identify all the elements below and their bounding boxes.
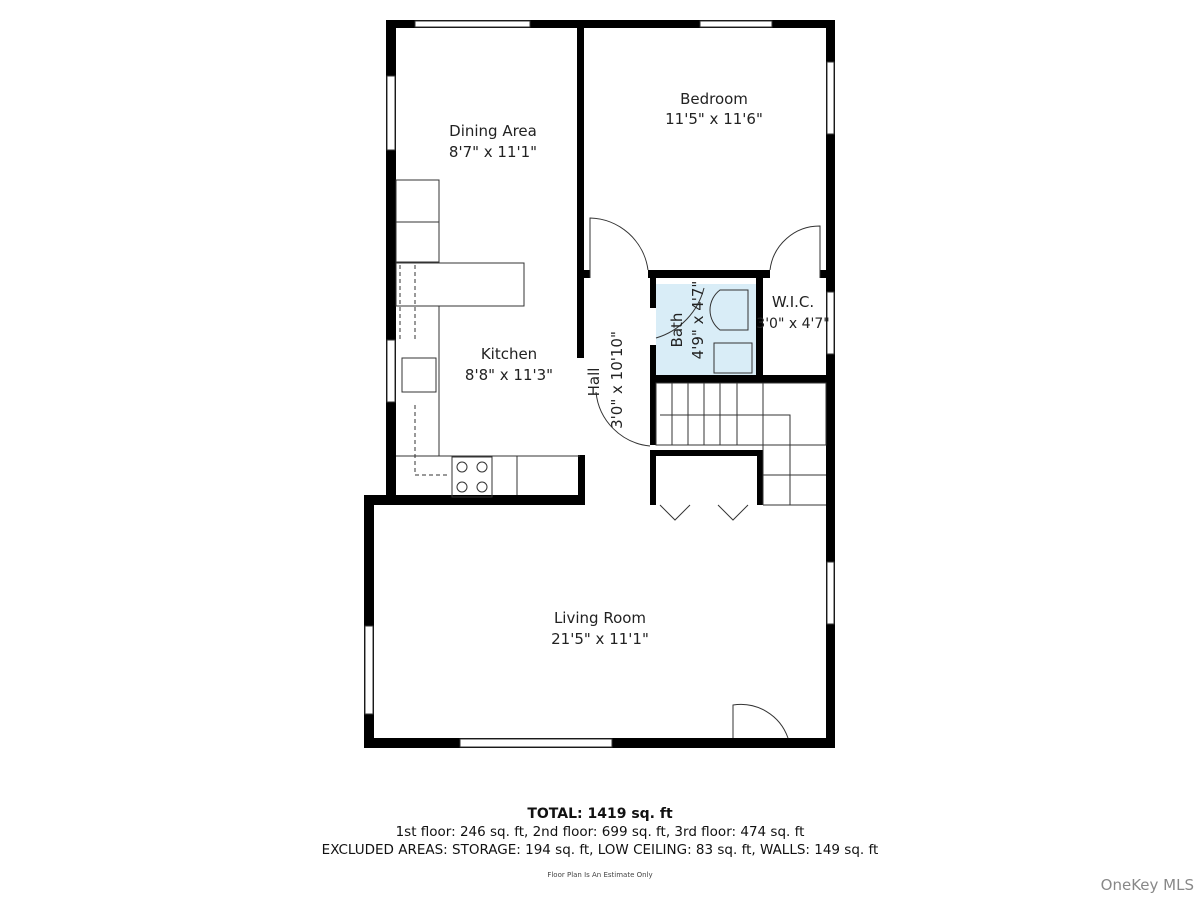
hall-name: Hall [585,368,603,397]
bedroom-name: Bedroom [680,90,748,108]
fixtures [395,179,827,739]
bath-size: 4'9" x 4'7" [689,281,707,360]
living-size: 21'5" x 11'1" [551,630,649,648]
wic-size: 3'0" x 4'7" [756,316,829,332]
bath-name: Bath [668,313,686,348]
windows [364,20,835,748]
wic-name: W.I.C. [772,293,814,311]
bedroom-size: 11'5" x 11'6" [665,110,763,128]
kitchen-name: Kitchen [481,345,537,363]
living-name: Living Room [554,609,646,627]
dining-name: Dining Area [449,122,537,140]
hall-size: 3'0" x 10'10" [608,331,626,429]
kitchen-size: 8'8" x 11'3" [465,366,553,384]
total-area: TOTAL: 1419 sq. ft [527,806,673,822]
stairs [655,382,827,506]
floor-areas: 1st floor: 246 sq. ft, 2nd floor: 699 sq… [395,824,805,840]
excluded-areas: EXCLUDED AREAS: STORAGE: 194 sq. ft, LOW… [321,842,879,858]
brand-watermark: OneKey MLS [1100,876,1194,894]
dining-size: 8'7" x 11'1" [449,143,537,161]
estimate-note: Floor Plan Is An Estimate Only [547,871,653,879]
